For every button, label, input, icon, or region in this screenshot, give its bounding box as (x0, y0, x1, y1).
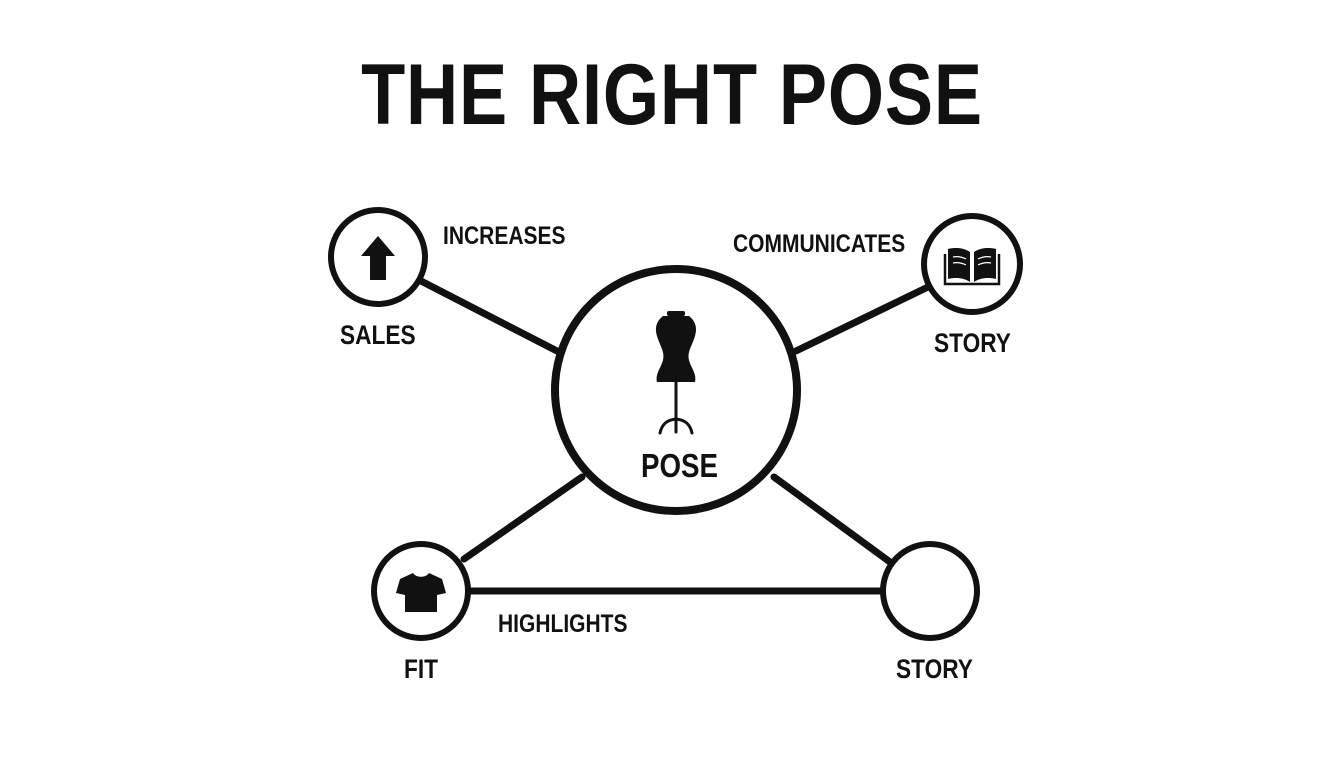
edge-pose-story-top (792, 283, 932, 355)
sales-label: SALES (340, 320, 416, 350)
story-bottom-label: STORY (896, 654, 973, 684)
arrow-up-icon (361, 236, 395, 280)
edge-label-highlights: HIGHLIGHTS (498, 610, 628, 638)
edge-label-communicates: COMMUNICATES (733, 230, 906, 258)
fit-label: FIT (404, 654, 439, 684)
story-top-label: STORY (934, 328, 1011, 358)
pose-label: POSE (641, 447, 719, 484)
story-top-node (921, 213, 1023, 315)
edge-pose-story-bottom (770, 473, 894, 566)
edge-pose-sales (417, 277, 561, 355)
diagram-title: THE RIGHT POSE (361, 47, 983, 143)
open-book-icon (943, 248, 1001, 286)
connector-lines (417, 277, 932, 595)
edge-pose-fit (460, 473, 586, 563)
story-bottom-node (880, 541, 980, 641)
edge-label-increases: INCREASES (443, 222, 566, 250)
dress-form-icon (655, 311, 697, 435)
t-shirt-icon (396, 573, 446, 612)
